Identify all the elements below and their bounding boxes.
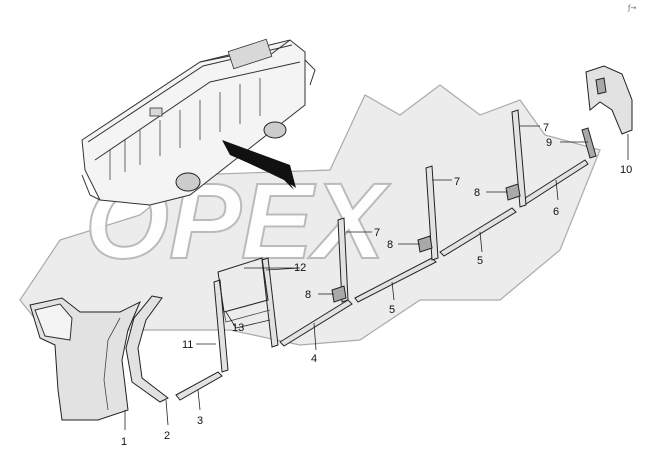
part-10-rear-panel <box>585 65 633 135</box>
part-11-pillar <box>213 279 229 373</box>
part-4-strip <box>279 299 353 347</box>
part-7-pillar-b <box>425 165 439 261</box>
callout-8b: 8 <box>387 239 393 251</box>
part-8-clip-c <box>505 183 521 201</box>
callout-7c: 7 <box>543 122 549 134</box>
callout-5a: 5 <box>389 304 395 316</box>
part-12-frame <box>217 257 269 313</box>
callout-7b: 7 <box>454 176 460 188</box>
callout-8a: 8 <box>305 289 311 301</box>
part-2-curved-trim <box>125 295 169 403</box>
watermark-gear <box>19 84 601 351</box>
part-9-trim <box>581 127 597 159</box>
part-8-clip-b <box>417 235 433 253</box>
leader-lines <box>124 125 629 430</box>
callout-4: 4 <box>311 353 317 365</box>
callout-6: 6 <box>553 206 559 218</box>
part-13-pillar <box>261 257 279 348</box>
part-8-clip-a <box>331 285 347 303</box>
bus-overview <box>81 38 316 206</box>
callout-8c: 8 <box>474 187 480 199</box>
part-7-pillar-a <box>337 217 349 303</box>
part-7-pillar-c <box>511 109 527 208</box>
callout-7a: 7 <box>374 227 380 239</box>
part-5-strip-a <box>354 257 437 303</box>
callout-2: 2 <box>164 430 170 442</box>
part-3-short-strip <box>175 371 223 401</box>
callout-11: 11 <box>182 339 193 351</box>
callout-12: 12 <box>294 262 306 274</box>
callout-1: 1 <box>121 436 127 448</box>
callout-13: 13 <box>232 322 244 334</box>
corner-mark: ƒ→ <box>627 4 636 12</box>
callout-3: 3 <box>197 415 203 427</box>
part-5-strip-b <box>439 207 517 257</box>
callout-5b: 5 <box>477 255 483 267</box>
callout-10: 10 <box>620 164 632 176</box>
callout-9: 9 <box>546 137 552 149</box>
